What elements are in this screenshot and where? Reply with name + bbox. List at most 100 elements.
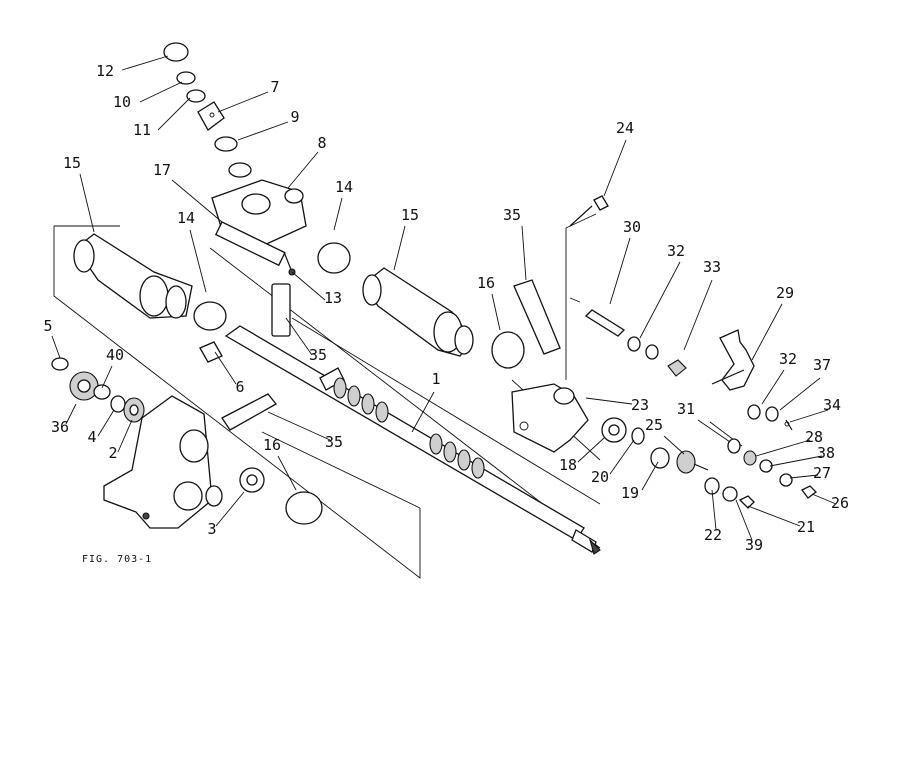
leader-line-c30 [609,237,631,305]
leader-line-c40 [101,365,113,389]
leader-line-c28 [755,439,811,457]
sleeve-35-lower [221,393,277,431]
clamp-14-right [317,242,351,274]
washer-28 [743,450,757,466]
callout-c28: 28 [805,428,823,446]
leader-line-c35a [285,317,313,356]
leader-line-c36 [65,403,77,425]
leader-line-c14b [189,229,207,293]
washer-27 [779,473,793,487]
callout-c1: 1 [431,370,440,388]
leader-line-c6 [214,351,237,385]
bracket-23 [511,383,589,453]
leader-line-c18 [577,437,605,463]
callout-c18: 18 [559,456,577,474]
callout-c39: 39 [745,536,763,554]
leader-line-c33 [683,279,713,351]
lever-29 [711,329,755,391]
leader-line-c16a [277,455,297,491]
callout-c32b: 32 [779,350,797,368]
leader-line-c15b [393,225,406,271]
pin-34 [784,419,793,431]
callout-c27: 27 [813,464,831,482]
callout-c14b: 14 [177,209,195,227]
callout-c12: 12 [96,62,114,80]
callout-c20: 20 [591,468,609,486]
callout-c31: 31 [677,400,695,418]
callout-c21: 21 [797,518,815,536]
callout-c30: 30 [623,218,641,236]
callout-c37: 37 [813,356,831,374]
bearings-9 [214,136,252,178]
nut-21 [738,495,755,509]
callout-c29: 29 [776,284,794,302]
leader-line-c21 [747,505,801,527]
leader-line-c24 [603,139,627,197]
callout-c7: 7 [270,78,279,96]
clip-20 [631,427,645,445]
callout-c19: 19 [621,484,639,502]
bushing-31 [727,438,741,454]
leader-line-c13 [291,271,326,301]
nut-33 [667,359,687,377]
leader-line-c1 [411,391,435,433]
bearing-2 [123,397,145,423]
callout-c35c: 35 [503,206,521,224]
callout-c15a: 15 [63,154,81,172]
callout-c36: 36 [51,418,69,436]
callout-c16b: 16 [477,274,495,292]
callout-c5: 5 [43,317,52,335]
figure-caption: FIG. 703-1 [82,554,152,565]
ring-10 [176,71,196,85]
callout-c24: 24 [616,119,634,137]
leader-line-c5 [51,335,61,359]
clamp-14-left [193,301,227,331]
nut-26 [801,485,817,499]
callout-c16a: 16 [263,436,281,454]
leader-line-c10 [139,81,183,103]
leader-line-c4 [97,409,115,437]
clamp-16-right [491,331,525,369]
leader-line-c32b [761,369,785,405]
leader-line-c27 [789,474,819,479]
leader-line-c16b [491,293,501,331]
leader-line-c17 [171,179,223,223]
pin-6 [199,341,223,363]
washer-37 [765,406,779,422]
gear-36 [69,371,99,401]
callout-c26: 26 [831,494,849,512]
callout-c8: 8 [317,134,326,152]
callout-c25: 25 [645,416,663,434]
callout-c32a: 32 [667,242,685,260]
washer-3 [239,467,265,493]
leader-line-c2 [117,419,133,453]
sleeve-35-right [513,279,561,355]
callout-c6: 6 [235,378,244,396]
leader-line-c38 [769,455,823,467]
leader-line-c32a [639,261,681,339]
leader-line-c25 [663,435,685,455]
washers-32 [627,336,659,360]
boot-15-right [362,267,474,357]
housing-8 [211,179,307,267]
shaft-30 [584,309,626,337]
leader-line-c22 [711,489,717,531]
leader-line-c29 [751,303,783,361]
callout-c35a: 35 [309,346,327,364]
gear-25 [676,450,709,474]
washer-19 [650,447,670,469]
ring-5 [51,357,69,371]
callout-c34: 34 [823,396,841,414]
leader-line-c23 [585,397,633,405]
callout-c3: 3 [207,520,216,538]
ring-11 [186,89,206,103]
callout-c15b: 15 [401,206,419,224]
cap-12 [163,42,189,62]
callout-c33: 33 [703,258,721,276]
leader-line-c35b [267,411,331,441]
leader-line-c8 [287,151,319,189]
callout-c23: 23 [631,396,649,414]
